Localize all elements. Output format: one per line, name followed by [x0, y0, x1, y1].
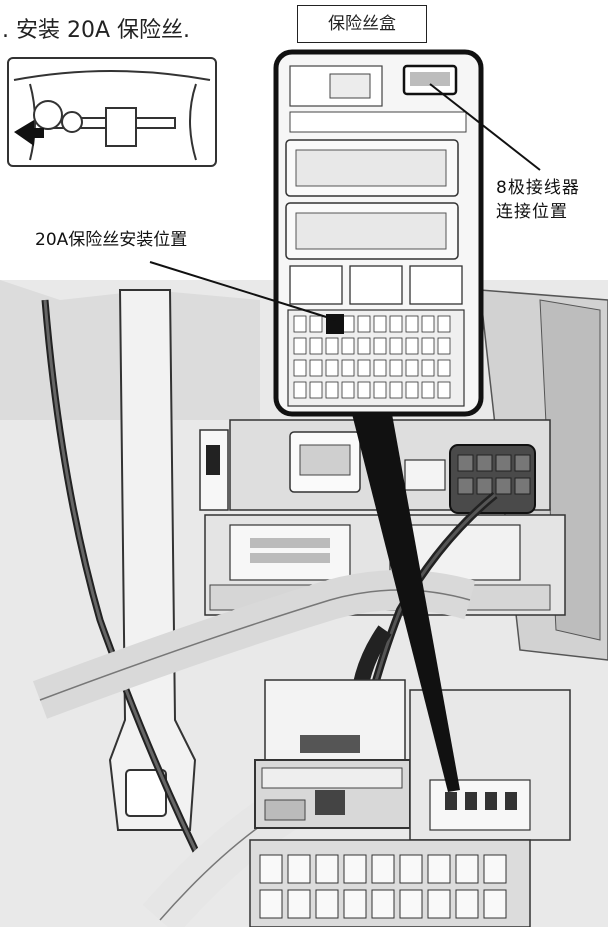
fuse-position-callout: 20A保险丝安装位置: [35, 230, 188, 250]
connector-callout-line1: 8极接线器: [496, 178, 580, 198]
dashboard-location-thumbnail: [7, 57, 217, 167]
fuse-panel-drawing: [0, 280, 608, 927]
step-instruction: . 安装 20A 保险丝.: [2, 18, 191, 43]
arrow-icon: [14, 120, 44, 146]
fuse-box-label: 保险丝盒: [297, 5, 427, 43]
connector-leader-line: [429, 83, 541, 171]
connector-callout-line2: 连接位置: [496, 202, 568, 222]
connector-position-callout: 8极接线器 连接位置: [496, 176, 580, 224]
fuse-leader-line: [149, 261, 337, 321]
fuse-box-inset: [273, 49, 484, 792]
